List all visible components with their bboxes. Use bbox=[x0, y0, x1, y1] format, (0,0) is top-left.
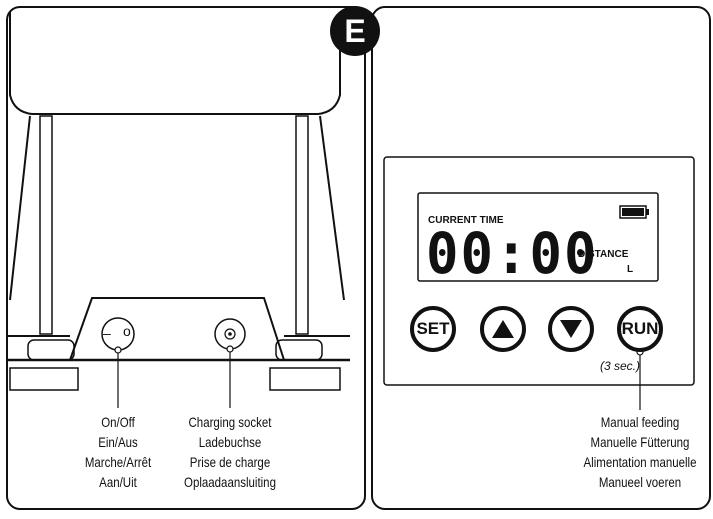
left-foot bbox=[27, 339, 75, 361]
run-button[interactable]: RUN bbox=[617, 306, 663, 352]
distance-unit: L bbox=[627, 264, 634, 275]
body-left-edge bbox=[9, 115, 31, 301]
time-display: 00:00 bbox=[426, 220, 599, 287]
manual-feeding-label-group: Manual feeding Manuelle Fütterung Alimen… bbox=[583, 412, 698, 492]
triangle-up-icon bbox=[492, 320, 514, 338]
set-button[interactable]: SET bbox=[410, 306, 456, 352]
onoff-label-fr: Marche/Arrêt bbox=[84, 454, 152, 470]
manual-feeding-label-nl: Manueel voeren bbox=[598, 474, 682, 490]
charging-label-de: Ladebuchse bbox=[198, 434, 262, 450]
set-button-label: SET bbox=[416, 319, 450, 338]
hopper-outline bbox=[9, 12, 341, 115]
triangle-down-icon bbox=[560, 320, 582, 338]
left-base-block bbox=[9, 367, 79, 391]
feeder-side-view-panel bbox=[6, 6, 366, 510]
switch-off-glyph: – bbox=[103, 325, 111, 341]
down-button[interactable] bbox=[548, 306, 594, 352]
switch-on-glyph: o bbox=[123, 323, 131, 339]
charging-label-en: Charging socket bbox=[188, 414, 272, 430]
right-base-block bbox=[269, 367, 341, 391]
left-leg bbox=[39, 115, 53, 335]
manual-feeding-label-de: Manuelle Fütterung bbox=[590, 434, 690, 450]
manual-feeding-label-fr: Alimentation manuelle bbox=[583, 454, 697, 470]
charging-label-fr: Prise de charge bbox=[189, 454, 271, 470]
battery-full-icon bbox=[619, 205, 649, 219]
lcd-screen bbox=[417, 192, 659, 282]
run-button-label: RUN bbox=[621, 319, 659, 338]
section-badge: E bbox=[330, 6, 380, 56]
body-right-edge bbox=[319, 115, 345, 301]
distance-label: DISTANCE bbox=[578, 249, 629, 260]
onoff-label-group: On/Off Ein/Aus Marche/Arrêt Aan/Uit bbox=[77, 412, 159, 492]
onoff-label-de: Ein/Aus bbox=[98, 434, 138, 450]
charging-label-group: Charging socket Ladebuchse Prise de char… bbox=[173, 412, 288, 492]
right-leg bbox=[295, 115, 309, 335]
charging-label-nl: Oplaadaansluiting bbox=[184, 474, 276, 490]
right-foot bbox=[275, 339, 323, 361]
manual-feeding-label-en: Manual feeding bbox=[600, 414, 680, 430]
onoff-label-nl: Aan/Uit bbox=[99, 474, 137, 490]
onoff-label-en: On/Off bbox=[101, 414, 135, 430]
control-panel-view bbox=[371, 6, 711, 510]
current-time-label: CURRENT TIME bbox=[428, 215, 504, 226]
run-hold-hint: (3 sec.) bbox=[600, 359, 641, 373]
up-button[interactable] bbox=[480, 306, 526, 352]
